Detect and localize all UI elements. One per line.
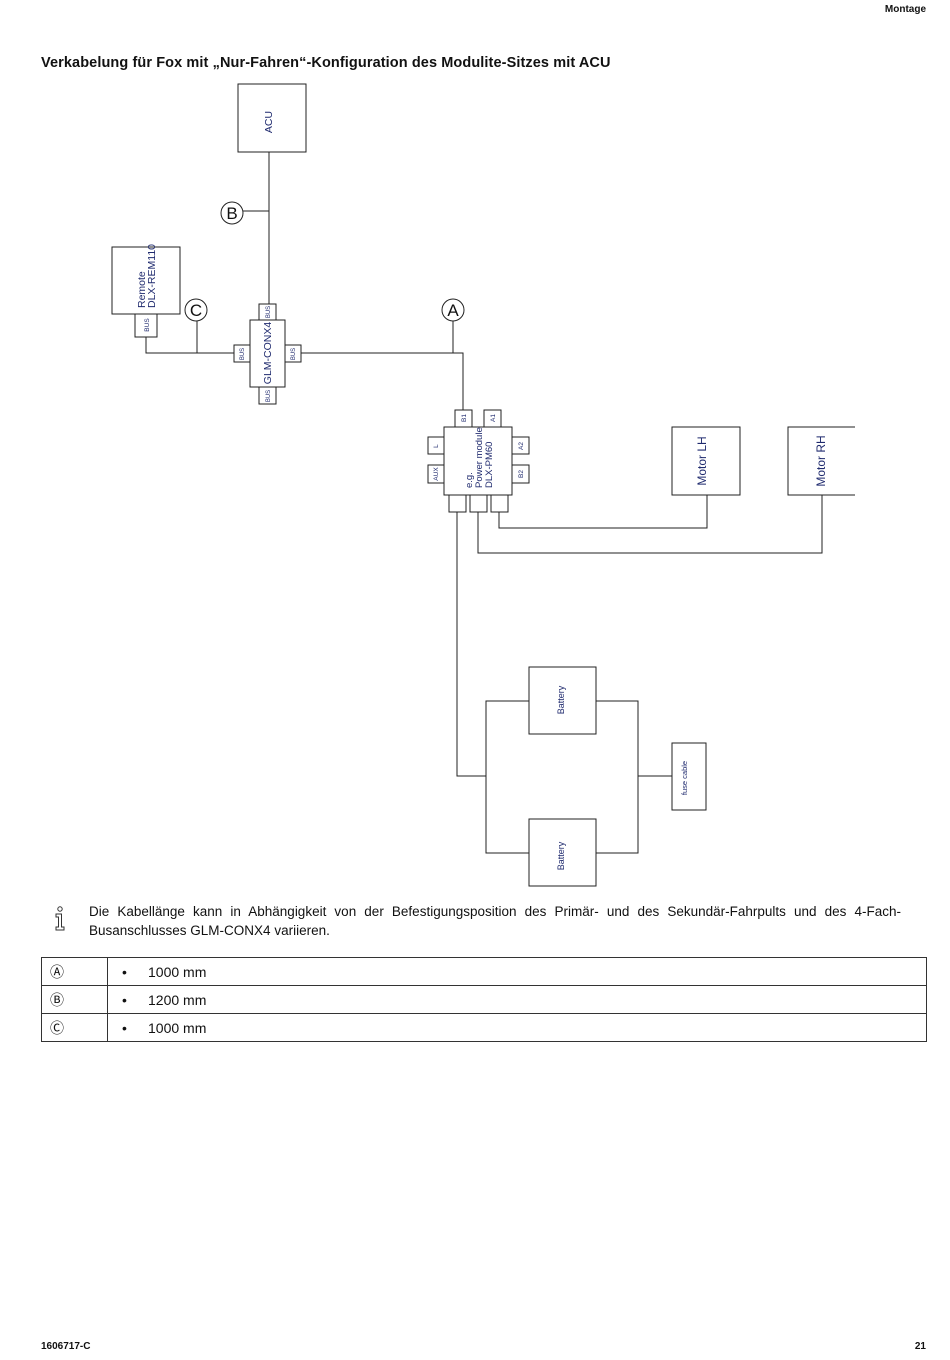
callout-b-label: B bbox=[226, 204, 237, 223]
fuse-cable-label: fuse cable bbox=[680, 761, 689, 795]
legend-value-cell: • 1000 mm bbox=[107, 957, 927, 986]
legend-key: Ⓐ bbox=[41, 957, 108, 986]
legend-bullet: • bbox=[122, 963, 127, 980]
table-row: Ⓐ • 1000 mm bbox=[41, 957, 927, 986]
pm-port-b1: B1 bbox=[461, 414, 468, 422]
legend-bullet: • bbox=[122, 1019, 127, 1036]
info-note-text: Die Kabellänge kann in Abhängigkeit von … bbox=[89, 904, 901, 938]
power-module-box: e.g. Power module DLX-PM60 B1 A1 L AUX A… bbox=[427, 409, 530, 513]
pm-port-a2: A2 bbox=[518, 442, 525, 450]
motor-rh-box: Motor RH bbox=[787, 426, 855, 496]
wires bbox=[145, 152, 823, 854]
remote-bus-label: BUS bbox=[144, 318, 151, 332]
legend-value-cell: • 1000 mm bbox=[107, 1013, 927, 1042]
conx4-bus-right: BUS bbox=[291, 348, 297, 360]
legend-key: Ⓒ bbox=[41, 1013, 108, 1042]
header-section: Montage bbox=[884, 4, 926, 15]
motor-rh-label: Motor RH bbox=[814, 435, 828, 486]
conx4-box: GLM-CONX4 BUS BUS BUS BUS bbox=[233, 303, 302, 405]
callout-a: A bbox=[441, 298, 465, 322]
legend-value: 1000 mm bbox=[148, 1019, 207, 1036]
power-module-line3: DLX-PM60 bbox=[484, 442, 495, 488]
wiring-diagram: ACU Remote DLX-REM110 BUS GLM-CONX4 BUS … bbox=[111, 83, 855, 887]
legend-value: 1000 mm bbox=[148, 963, 207, 980]
conx4-bus-left: BUS bbox=[240, 348, 246, 360]
table-row: Ⓑ • 1200 mm bbox=[41, 985, 927, 1014]
table-row: Ⓒ • 1000 mm bbox=[41, 1013, 927, 1042]
pm-port-b2: B2 bbox=[518, 470, 525, 478]
info-note: Die Kabellänge kann in Abhängigkeit von … bbox=[41, 902, 901, 940]
callout-c-label: C bbox=[190, 301, 202, 320]
motor-lh-box: Motor LH bbox=[671, 426, 741, 496]
legend-key: Ⓑ bbox=[41, 985, 108, 1014]
pm-port-aux: AUX bbox=[433, 467, 440, 481]
battery-top-box: Battery bbox=[528, 666, 597, 735]
footer-doc-id: 1606717-C bbox=[41, 1341, 91, 1352]
conx4-bus-bottom: BUS bbox=[266, 390, 272, 402]
battery-top-label: Battery bbox=[556, 685, 566, 714]
cable-length-table: Ⓐ • 1000 mm Ⓑ • 1200 mm Ⓒ • 1000 mm bbox=[41, 957, 927, 1042]
power-module-line2: Power module bbox=[474, 427, 485, 488]
pm-port-a1: A1 bbox=[490, 414, 497, 422]
conx4-bus-top: BUS bbox=[266, 306, 272, 318]
callout-c: C bbox=[184, 298, 208, 322]
page-title: Verkabelung für Fox mit „Nur-Fahren“-Kon… bbox=[41, 55, 611, 71]
pm-port-l: L bbox=[433, 444, 440, 448]
remote-label-line1: Remote bbox=[136, 271, 148, 308]
info-icon bbox=[55, 906, 65, 931]
acu-label: ACU bbox=[263, 111, 275, 133]
callout-b: B bbox=[220, 201, 244, 225]
motor-lh-label: Motor LH bbox=[695, 436, 709, 485]
fuse-cable-box: fuse cable bbox=[671, 742, 707, 811]
legend-bullet: • bbox=[122, 991, 127, 1008]
callout-a-label: A bbox=[447, 301, 459, 320]
remote-label-line2: DLX-REM110 bbox=[146, 244, 158, 308]
acu-box: ACU bbox=[237, 83, 307, 153]
remote-box: Remote DLX-REM110 BUS bbox=[111, 244, 181, 338]
battery-bottom-box: Battery bbox=[528, 818, 597, 887]
legend-value-cell: • 1200 mm bbox=[107, 985, 927, 1014]
conx4-label: GLM-CONX4 bbox=[262, 322, 274, 385]
power-module-line1: e.g. bbox=[464, 472, 475, 488]
legend-value: 1200 mm bbox=[148, 991, 207, 1008]
footer-page-number: 21 bbox=[914, 1341, 926, 1352]
battery-bottom-label: Battery bbox=[556, 841, 566, 870]
